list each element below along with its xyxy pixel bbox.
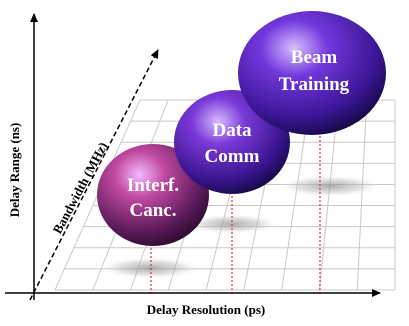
sphere-beam-label-line2: Training: [279, 74, 350, 95]
sphere-interf-label-line1: Interf.: [127, 175, 179, 196]
bandwidth-diagonal-line: [29, 49, 159, 301]
sphere-interf: Interf. Canc.: [97, 144, 209, 246]
shadow-interf: [98, 257, 202, 279]
sphere-interf-label-line2: Canc.: [130, 200, 177, 221]
grid-line: [356, 99, 368, 291]
sphere-data-label-line2: Comm: [205, 146, 260, 167]
y-axis-label: Delay Range (ns): [7, 123, 22, 218]
sphere-beam-label-line1: Beam: [291, 47, 338, 68]
shadow-beam: [278, 175, 382, 197]
sphere-data-label-line1: Data: [212, 120, 252, 141]
sphere-beam: Beam Training: [238, 11, 386, 135]
x-axis-label: Delay Resolution (ps): [147, 302, 265, 317]
